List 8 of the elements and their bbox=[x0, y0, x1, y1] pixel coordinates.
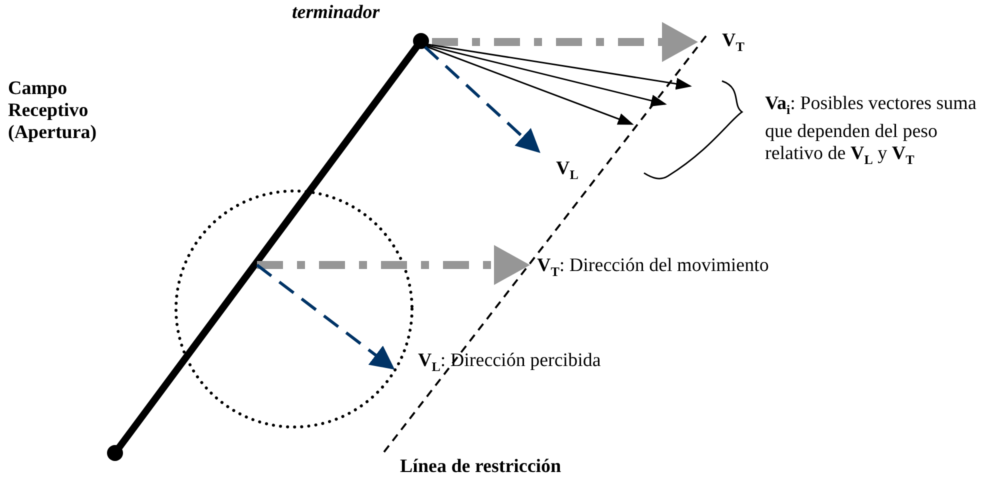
point-label: terminador bbox=[292, 2, 380, 24]
annotation-text: V$_{L}$: Dirección percibida bbox=[418, 350, 601, 376]
line-label: Línea de restricción bbox=[400, 456, 562, 478]
annotation-text: V$_{T}$: Dirección del movimiento bbox=[537, 255, 769, 281]
vector-label: V$_{T}$ bbox=[722, 30, 744, 56]
vector-label: V$_{L}$ bbox=[556, 158, 578, 184]
annotation-text: Va$_{i}$: Posibles vectores suma que dependen del peso relativo de V$_{L}$ y V$_{T}$ bbox=[765, 93, 978, 169]
region-label: Campo Receptivo (Apertura) bbox=[8, 78, 98, 144]
